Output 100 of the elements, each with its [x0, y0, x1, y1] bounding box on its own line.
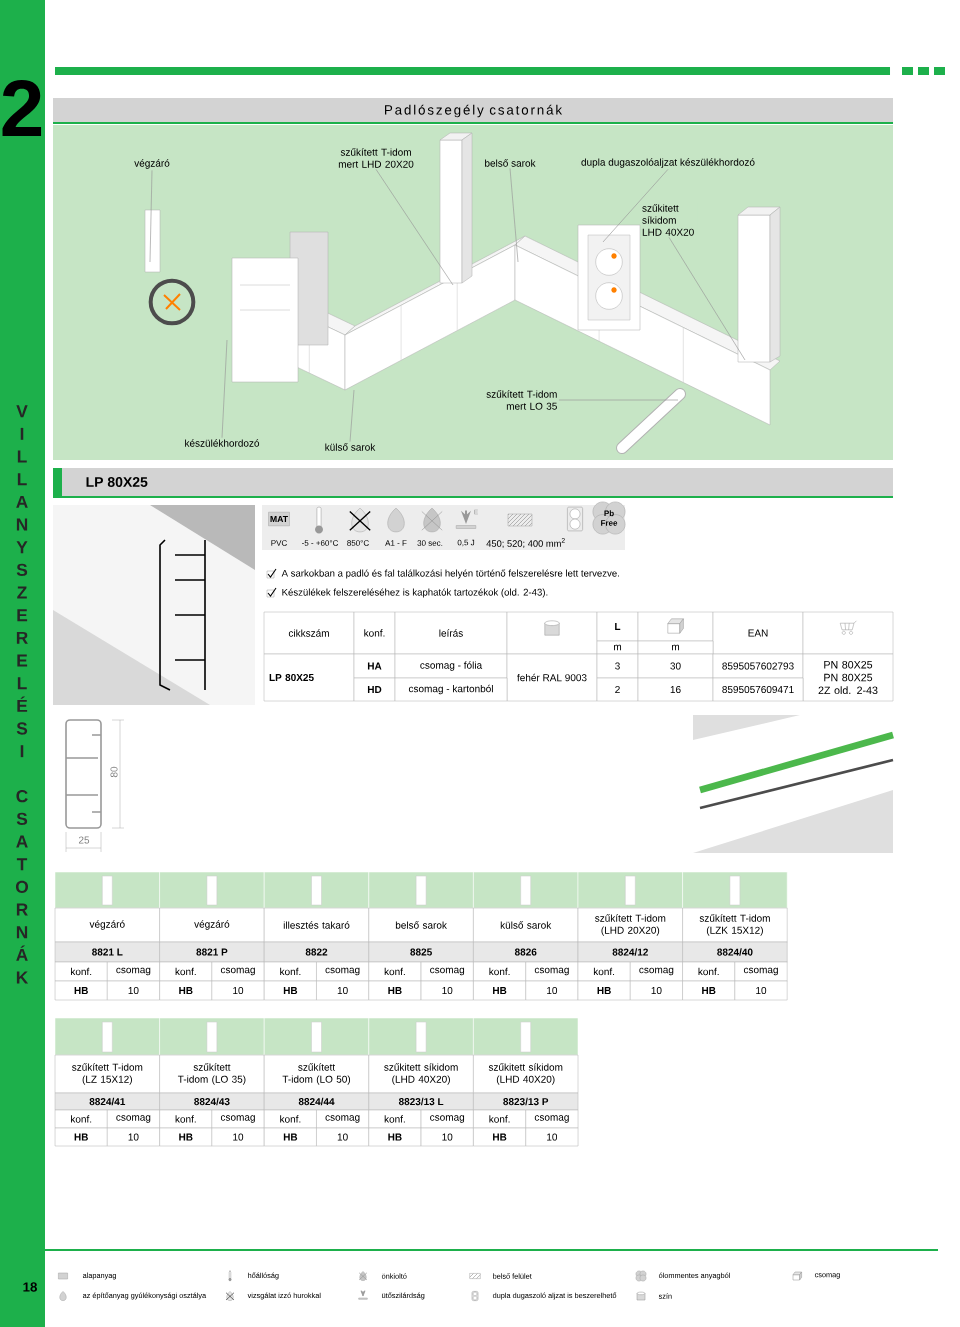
table-cell: konf. [159, 1109, 213, 1129]
table-cell: 8825 [368, 941, 474, 963]
table-cell: csomag [420, 961, 474, 982]
table-cell: HB [368, 1127, 422, 1147]
bullet-text: Készülékek felszereléséhez is kaphatók tartozékok (old. 2-43). [282, 588, 548, 598]
table-cell: 8822 [263, 941, 370, 963]
leader-line [668, 237, 746, 361]
property-value: 850°C [347, 540, 369, 546]
sidebar-text: VILLANYSZERELÉSI [16, 405, 28, 758]
leader-line [221, 339, 228, 438]
table-cell: 10 [734, 980, 788, 1001]
table-cell: HB [264, 980, 317, 1001]
table-cell: HB [682, 980, 736, 1001]
table-cell: 16 [637, 677, 714, 702]
property-value: A1 - F [385, 540, 407, 546]
table-cell: konf. [159, 961, 213, 982]
table-cell: 10 [420, 980, 474, 1001]
table-cell: belső sarok [368, 907, 474, 943]
property-value: PVC [271, 540, 287, 546]
table-cell: szűkített T-idom (LHD 20X20) [577, 907, 683, 943]
table-cell: konf. [54, 1109, 108, 1129]
table-cell: konf. [473, 961, 527, 982]
table-cell: szűkitett síkidom (LHD 40X20) [473, 1054, 579, 1094]
bullet-text: A sarkokban a padló és fal találkozási helyén történő felszerelésre lett tervezve. [281, 569, 619, 579]
lead-free-badge: Pb Free [592, 501, 626, 535]
table-cell: csomag [316, 1109, 369, 1129]
table-cell: HB [54, 980, 108, 1001]
table-cell: HA [353, 653, 396, 679]
table-cell: konf. [353, 611, 396, 655]
table-cell: konf. [54, 961, 108, 982]
table-cell: konf. [368, 1109, 422, 1129]
table-cell: konf. [264, 1109, 317, 1129]
callout-label: készülékhordozó [183, 437, 261, 449]
table-cell: csomag [316, 961, 369, 982]
table-cell: EAN [712, 611, 804, 655]
table-cell: csomag [420, 1109, 474, 1129]
material-badge: MAT [268, 511, 290, 527]
dimension-label: 80 [110, 766, 118, 778]
table-cell: HB [473, 980, 527, 1001]
table-cell: 8821 L [54, 941, 160, 963]
leader-line [349, 389, 355, 442]
table-cell: szűkített T-idom (LO 50) [263, 1054, 370, 1094]
page-number: 18 [23, 1282, 37, 1292]
title-bar: Padlószegély csatornák [53, 98, 893, 124]
table-cell: konf. [473, 1109, 527, 1129]
table-cell: 10 [420, 1127, 474, 1147]
table-cell: HB [473, 1127, 527, 1147]
table-cell: illesztés takaró [263, 907, 370, 943]
property-value: 30 sec. [417, 540, 443, 546]
table-cell: 10 [211, 1127, 265, 1147]
table-cell: 30 [637, 653, 714, 679]
section-bar: LP 80X25 [53, 468, 893, 498]
table-cell: PN 80X25 PN 80X25 2Z old. 2-43 [802, 653, 894, 702]
table-cell: 8595057609471 [712, 677, 804, 702]
table-cell: csomag [107, 961, 160, 982]
sidebar-text: CSATORNÁK [15, 790, 29, 984]
table-cell: HB [159, 980, 213, 1001]
property-value: 450; 520; 400 mm$^{2}$ [486, 538, 565, 548]
table-cell: HB [54, 1127, 108, 1147]
table-cell: külső sarok [473, 907, 579, 943]
table-cell: 10 [107, 1127, 160, 1147]
table-cell: konf. [264, 961, 317, 982]
table-cell: HB [264, 1127, 317, 1147]
table-cell: HB [368, 980, 422, 1001]
callout-label: külső sarok [323, 441, 377, 453]
table-cell: 8824/12 [577, 941, 683, 963]
chapter-number: 2 [2, 80, 42, 136]
table-cell: konf. [577, 961, 631, 982]
callout-label: szűkitett síkidom LHD 40X20 [640, 202, 698, 238]
table-cell: HD [353, 677, 396, 702]
table-cell: 10 [525, 1127, 579, 1147]
table-cell: csomag [107, 1109, 160, 1129]
table-cell: csomag [630, 961, 683, 982]
table-cell: 10 [316, 980, 369, 1001]
leader-line [375, 169, 454, 286]
table-cell: 10 [525, 980, 579, 1001]
table-cell: 10 [316, 1127, 369, 1147]
table-cell: csomag [525, 1109, 579, 1129]
table-cell: végzáró [54, 907, 160, 943]
leader-line [602, 169, 669, 243]
table-cell: szűkített T-idom (LZ 15X12) [54, 1054, 160, 1094]
table-cell: csomag [211, 1109, 265, 1129]
table-cell: HB [159, 1127, 213, 1147]
table-cell: 8826 [473, 941, 579, 963]
table-cell: 10 [630, 980, 683, 1001]
table-cell: HB [577, 980, 631, 1001]
table-cell: végzáró [159, 907, 265, 943]
table-cell: 2 [596, 677, 639, 702]
dimension-label: 25 [78, 836, 90, 844]
table-cell: szűkített T-idom (LZK 15X12) [682, 907, 788, 943]
table-cell: szűkitett síkidom (LHD 40X20) [368, 1054, 474, 1094]
callout-label: belső sarok [483, 157, 537, 169]
callout-label: szűkített T-idom mert LO 35 [481, 388, 559, 412]
table-cell: csomag [211, 961, 265, 982]
table-cell: 10 [107, 980, 160, 1001]
table-cell: 8824/40 [682, 941, 788, 963]
table-cell: 10 [211, 980, 265, 1001]
leader-line [509, 168, 519, 263]
table-cell: 8821 P [159, 941, 265, 963]
leader-line [149, 170, 153, 263]
